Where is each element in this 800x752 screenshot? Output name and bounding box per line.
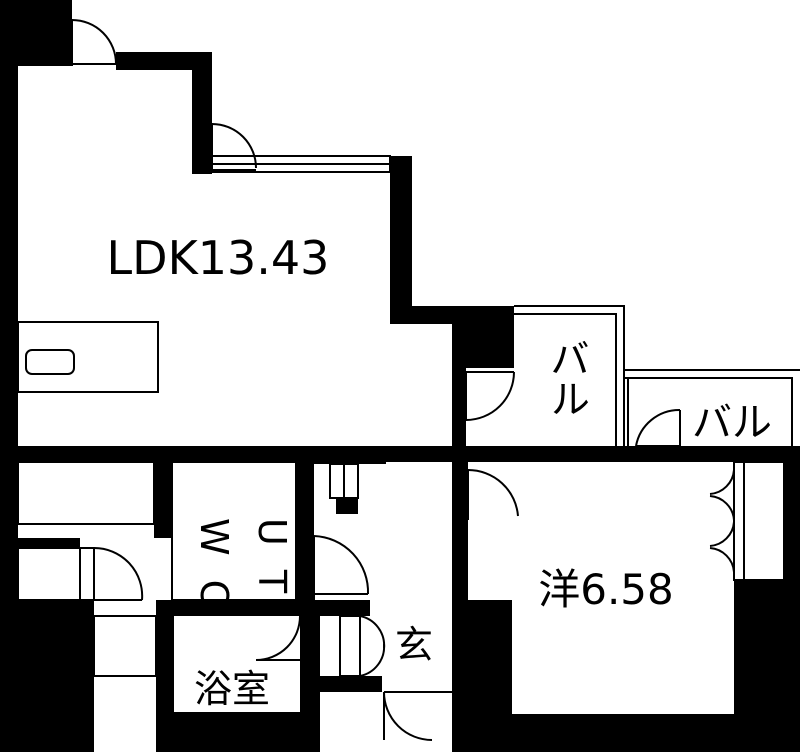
room-label-ldk: LDK13.43 <box>107 231 330 285</box>
door-balcony-1 <box>465 371 515 421</box>
door-entrance-inner <box>339 615 386 677</box>
door-western <box>467 468 519 520</box>
door-front <box>383 691 433 741</box>
doors <box>71 19 735 741</box>
room-label-western: 洋6.58 <box>538 565 674 614</box>
thin-lines <box>17 155 800 693</box>
door-top-left <box>71 19 117 66</box>
door-wc <box>79 546 144 601</box>
door-ut <box>313 535 370 600</box>
room-label-wc: W C <box>192 518 236 612</box>
room-label-balcony-2: バル <box>692 400 772 446</box>
room-label-balcony-1: バル <box>543 338 589 418</box>
room-label-entrance: 玄 <box>395 623 433 667</box>
door-closet <box>709 469 735 573</box>
door-ut-top <box>329 463 359 499</box>
room-label-ut: U T <box>250 518 294 599</box>
door-step <box>211 123 257 171</box>
room-label-bath: 浴室 <box>194 667 270 711</box>
door-balcony-2 <box>635 408 681 447</box>
door-bath <box>255 615 301 661</box>
